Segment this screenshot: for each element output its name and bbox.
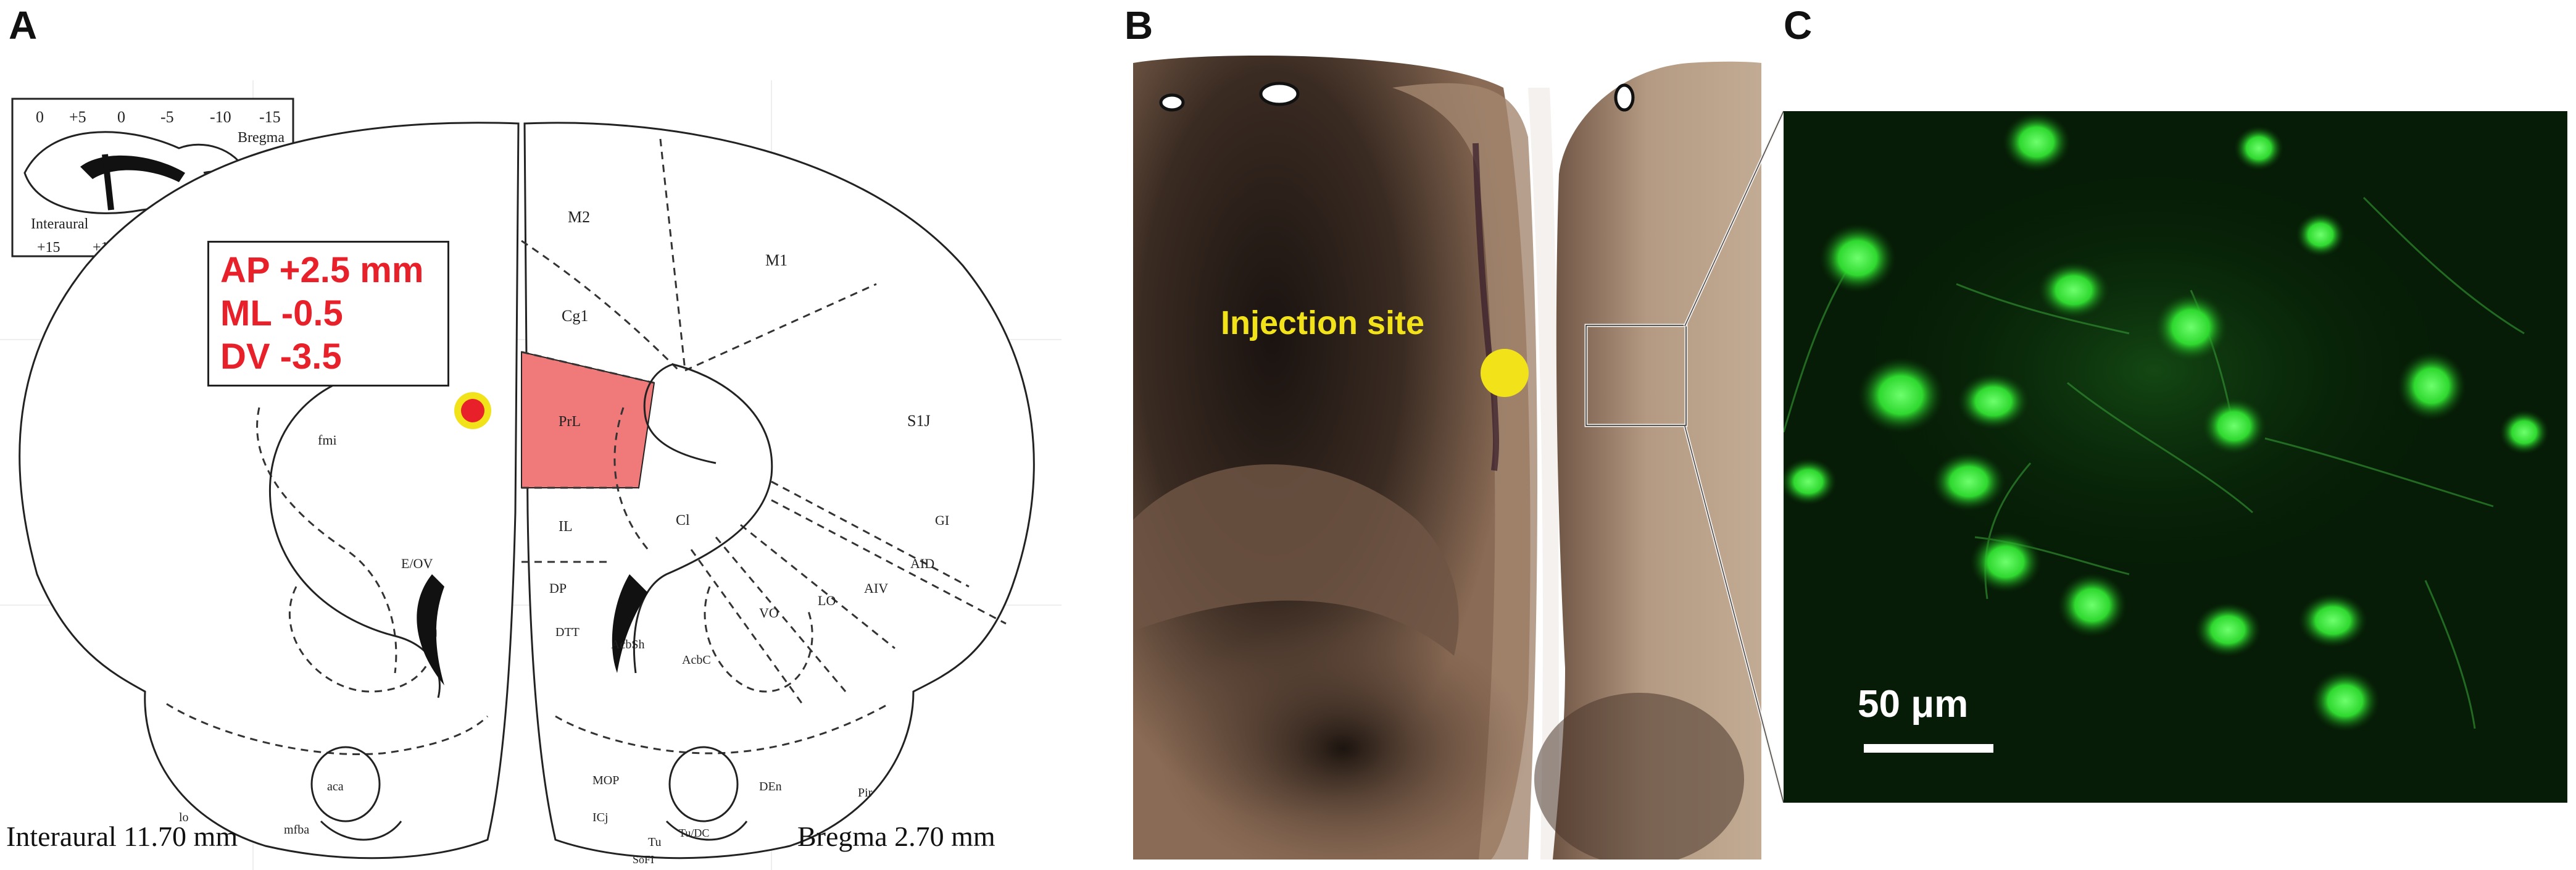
connector-top-line-shade xyxy=(1684,111,1784,327)
region-label-dp: DP xyxy=(549,580,567,596)
right-ventricle xyxy=(612,574,648,673)
atlas-drawing: 0 +5 0 -5 -10 -15 Bregma Interaural +15 … xyxy=(0,80,1062,870)
region-label-sofi: SoFI xyxy=(633,853,654,866)
panel-letter-b: B xyxy=(1124,3,1153,48)
coordinate-ap: AP +2.5 mm xyxy=(220,250,424,290)
left-cortex-rim xyxy=(1392,83,1537,860)
vessel-hole-1 xyxy=(1159,93,1185,112)
region-label-aiv: AIV xyxy=(864,580,888,596)
right-hemisphere-outline xyxy=(523,122,1035,860)
stereotaxic-coordinates-box: AP +2.5 mm ML -0.5 DV -3.5 xyxy=(207,241,449,387)
region-label-aid: AID xyxy=(910,556,934,571)
region-label-den: DEn xyxy=(759,780,782,793)
inset-tick-1: +5 xyxy=(69,108,86,126)
region-label-fmi: fmi xyxy=(318,432,337,448)
injection-site-marker xyxy=(1481,349,1529,397)
inset-tick-0: 0 xyxy=(36,108,44,126)
midline-gap xyxy=(1528,88,1559,860)
coordinate-ml: ML -0.5 xyxy=(220,293,343,333)
vessel-hole-2 xyxy=(1259,82,1300,106)
zoom-connector-lines xyxy=(1683,110,1785,803)
panel-letter-c: C xyxy=(1784,3,1813,48)
region-label-lo: LO xyxy=(818,593,836,608)
inset-tick-2: 0 xyxy=(117,108,125,126)
region-label-acbc: AcbC xyxy=(682,653,711,667)
coordinate-dv: DV -3.5 xyxy=(220,337,342,377)
inset-tick-3: -5 xyxy=(160,108,174,126)
target-marker-dot xyxy=(461,399,484,422)
scale-bar xyxy=(1864,744,1993,753)
roi-box-shadow xyxy=(1585,325,1687,426)
region-label-dtt: DTT xyxy=(555,625,580,639)
region-label-gi: GI xyxy=(935,512,949,528)
interaural-caption: Interaural 11.70 mm xyxy=(6,821,238,852)
region-label-aca: aca xyxy=(327,780,344,793)
panel-a-atlas-figure: 0 +5 0 -5 -10 -15 Bregma Interaural +15 … xyxy=(0,80,1062,870)
vessel-hole-3 xyxy=(1614,83,1635,112)
panel-b-slice-photo: Injection site xyxy=(1133,51,1761,860)
fluorescence-neurons xyxy=(1784,111,2567,803)
region-label-tu-dc: Tu/DC xyxy=(679,827,709,839)
inset-tick-4: -10 xyxy=(210,108,231,126)
region-label-cg1: Cg1 xyxy=(562,307,588,325)
region-label-lo-tract: lo xyxy=(179,811,189,824)
region-label-mfba: mfba xyxy=(284,823,309,837)
region-label-m1: M1 xyxy=(765,251,787,269)
region-label-s1j: S1J xyxy=(907,412,931,430)
right-lower-dark xyxy=(1534,693,1744,860)
left-ventricle xyxy=(417,574,444,685)
region-label-mop: MOP xyxy=(592,774,619,787)
panel-c-fluorescence-image: 50 μm xyxy=(1784,111,2567,803)
right-hemisphere-tissue xyxy=(1553,61,1761,860)
inset-bregma-label: Bregma xyxy=(238,130,285,146)
region-label-vo: VO xyxy=(759,605,779,621)
region-label-m2: M2 xyxy=(568,208,590,226)
lower-dark-region xyxy=(1158,619,1528,860)
white-matter-band xyxy=(1133,464,1459,656)
region-label-prl: PrL xyxy=(559,414,581,430)
region-label-icj: ICj xyxy=(592,811,609,824)
inset-interaural-label: Interaural xyxy=(31,216,89,232)
region-label-acbsh: AcbSh xyxy=(611,638,644,651)
inset-tick-5: -15 xyxy=(259,108,281,126)
region-label-pir: Pir xyxy=(858,786,873,800)
slice-photo xyxy=(1133,56,1761,860)
bregma-caption: Bregma 2.70 mm xyxy=(797,821,995,852)
scale-bar-label: 50 μm xyxy=(1858,683,1969,726)
region-label-il: IL xyxy=(559,519,573,535)
inset-bottom-tick-0: +15 xyxy=(37,240,60,256)
region-label-cl: Cl xyxy=(676,512,690,529)
injection-site-label: Injection site xyxy=(1221,304,1425,341)
region-label-tu: Tu xyxy=(648,835,662,849)
neuron-somas xyxy=(1784,112,2549,732)
connector-bottom-line-shade xyxy=(1684,425,1784,803)
panel-letter-a: A xyxy=(9,3,38,48)
region-label-e-ov: E/OV xyxy=(401,556,433,571)
